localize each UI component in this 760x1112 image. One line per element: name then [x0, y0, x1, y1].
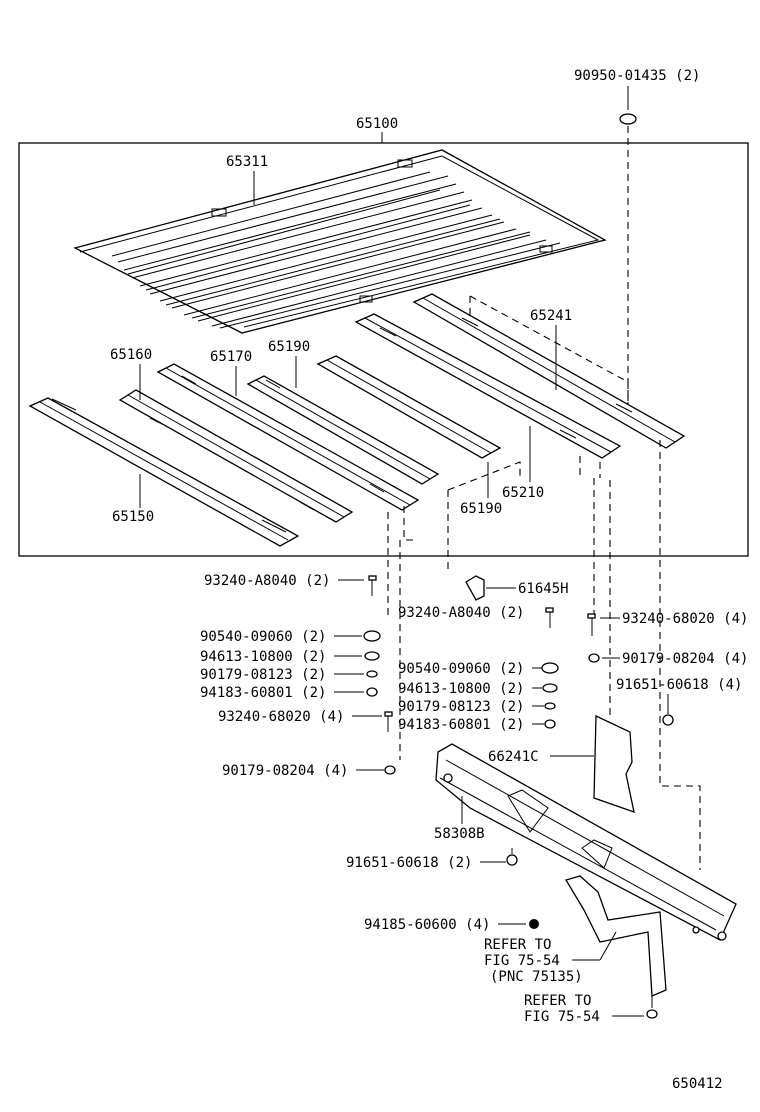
- label-L7[interactable]: 90179-08204 (4): [222, 763, 348, 779]
- cross-sill-65170: 65170: [156, 349, 420, 511]
- cross-sill-65210: 65210 65190: [316, 313, 622, 517]
- label-66241C[interactable]: 66241C: [488, 749, 539, 765]
- label-L4[interactable]: 90179-08123 (2): [200, 667, 326, 683]
- right-fastener-stack: 93240-68020 (4) 90179-08204 (4) 91651-60…: [587, 440, 748, 870]
- label-M3[interactable]: 94613-10800 (2): [398, 681, 524, 697]
- label-top-clip[interactable]: 90950-01435 (2): [574, 68, 700, 84]
- bottom-fasteners: 91651-60618 (2) 94185-60600 (4): [346, 848, 539, 933]
- label-61645H[interactable]: 61645H: [518, 581, 569, 597]
- label-M5[interactable]: 94183-60801 (2): [398, 717, 524, 733]
- label-R3[interactable]: 91651-60618 (4): [616, 677, 742, 693]
- label-R2[interactable]: 90179-08204 (4): [622, 651, 748, 667]
- label-R1[interactable]: 93240-68020 (4): [622, 611, 748, 627]
- label-M4[interactable]: 90179-08123 (2): [398, 699, 524, 715]
- ref2-line1: REFER TO: [524, 993, 591, 1009]
- ref1-line2: FIG 75-54: [484, 953, 560, 969]
- cross-sill-65241: 65241: [412, 293, 686, 449]
- label-65170[interactable]: 65170: [210, 349, 252, 365]
- ref1-line3: (PNC 75135): [490, 969, 583, 985]
- label-65160[interactable]: 65160: [110, 347, 152, 363]
- floor-panel: 65311: [73, 149, 607, 334]
- mud-guard: 66241C: [488, 714, 635, 813]
- label-65190-upper[interactable]: 65190: [268, 339, 310, 355]
- figure-code: 650412: [672, 1076, 723, 1092]
- middle-fastener-stack: 61645H 93240-A8040 (2) 90540-09060 (2) 9…: [398, 490, 569, 733]
- bracket-61645H: [465, 575, 485, 601]
- label-65190-lower[interactable]: 65190: [460, 501, 502, 517]
- cross-sill-65190-upper: 65190: [246, 339, 440, 485]
- rear-cross-member: 58308B: [434, 743, 737, 997]
- label-65241[interactable]: 65241: [530, 308, 572, 324]
- label-M2[interactable]: 90540-09060 (2): [398, 661, 524, 677]
- ref2-line2: FIG 75-54: [524, 1009, 600, 1025]
- label-65210[interactable]: 65210: [502, 485, 544, 501]
- label-L3[interactable]: 94613-10800 (2): [200, 649, 326, 665]
- label-M1[interactable]: 93240-A8040 (2): [398, 605, 524, 621]
- left-fastener-stack: 93240-A8040 (2) 90540-09060 (2) 94613-10…: [200, 512, 401, 779]
- label-65150[interactable]: 65150: [112, 509, 154, 525]
- cross-sill-65160: 65160: [110, 347, 354, 523]
- label-B1[interactable]: 91651-60618 (2): [346, 855, 472, 871]
- reference-notes: REFER TO FIG 75-54 (PNC 75135) REFER TO …: [484, 931, 658, 1025]
- label-L6[interactable]: 93240-68020 (4): [218, 709, 344, 725]
- label-L2[interactable]: 90540-09060 (2): [200, 629, 326, 645]
- label-65100[interactable]: 65100: [356, 116, 398, 132]
- label-L1[interactable]: 93240-A8040 (2): [204, 573, 330, 589]
- ref1-line1: REFER TO: [484, 937, 551, 953]
- label-65311[interactable]: 65311: [226, 154, 268, 170]
- top-clip: 90950-01435 (2): [574, 68, 700, 404]
- label-58308B[interactable]: 58308B: [434, 826, 485, 842]
- cross-sill-65150: 65150: [28, 397, 300, 547]
- assembly-frame: 65100: [18, 116, 749, 557]
- label-L5[interactable]: 94183-60801 (2): [200, 685, 326, 701]
- label-B2[interactable]: 94185-60600 (4): [364, 917, 490, 933]
